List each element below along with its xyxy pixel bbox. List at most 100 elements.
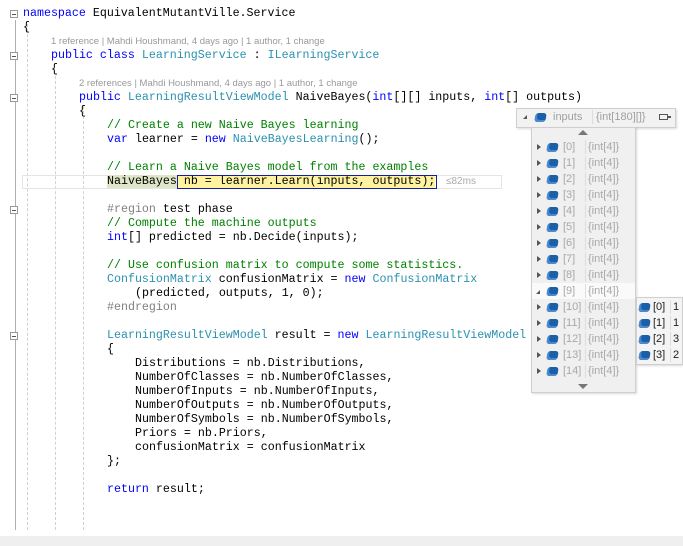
code-token: new: [344, 273, 366, 286]
code-text: NaiveBayes nb = learner.Learn(inputs, ou…: [107, 175, 436, 189]
item-name: [12]: [563, 333, 582, 345]
datatip-subitem[interactable]: [3] 2: [637, 347, 682, 363]
code-token: NaiveBayes: [107, 175, 177, 188]
datatip-item[interactable]: [9] {int[4]}: [532, 283, 635, 299]
field-icon: [638, 319, 651, 328]
item-value: {int[4]}: [588, 157, 620, 169]
divider: [585, 236, 586, 250]
collapse-region-icon[interactable]: [10, 52, 18, 60]
datatip[interactable]: inputs {int[180][]}: [516, 108, 676, 128]
collapse-region-icon[interactable]: [10, 206, 18, 214]
code-token: ConfusionMatrix: [107, 273, 212, 286]
indent-guide: [55, 76, 56, 530]
code-token: namespace: [23, 7, 86, 20]
field-icon: [638, 335, 651, 344]
code-token: Priors = nb.Priors,: [135, 427, 268, 440]
collapse-region-icon[interactable]: [10, 94, 18, 102]
code-line: // Learn a Naive Bayes model from the ex…: [0, 161, 683, 175]
expand-icon[interactable]: [537, 368, 541, 374]
datatip-item[interactable]: [4] {int[4]}: [532, 203, 635, 219]
code-text: // Use confusion matrix to compute some …: [107, 259, 463, 273]
datatip-item[interactable]: [2] {int[4]}: [532, 171, 635, 187]
horizontal-scrollbar[interactable]: [0, 536, 683, 546]
expand-icon[interactable]: [537, 160, 541, 166]
datatip-value: {int[180][]}: [596, 111, 646, 123]
object-icon: [546, 367, 559, 376]
datatip-subitems[interactable]: [0] 1 [1] 1 [2] 3 [3] 2: [636, 297, 683, 365]
item-value[interactable]: 1: [673, 301, 680, 313]
code-line: NumberOfInputs = nb.NumberOfInputs,: [0, 385, 683, 399]
datatip-subitem[interactable]: [1] 1: [637, 315, 682, 331]
code-token: ILearningService: [267, 49, 380, 62]
expand-icon[interactable]: [537, 224, 541, 230]
codelens: 2 references | Mahdi Houshmand, 4 days a…: [0, 77, 683, 91]
code-token: [] outputs): [505, 91, 583, 104]
object-icon: [546, 239, 559, 248]
expand-icon[interactable]: [537, 176, 541, 182]
scroll-down-icon[interactable]: [578, 384, 588, 389]
datatip-children[interactable]: [0] {int[4]} [1] {int[4]} [2] {int[4]} […: [531, 127, 636, 393]
expand-icon[interactable]: [537, 144, 541, 150]
item-value: {int[4]}: [588, 221, 620, 233]
code-token: ();: [358, 133, 380, 146]
code-text: ConfusionMatrix confusionMatrix = new Co…: [107, 273, 477, 287]
expand-icon[interactable]: [537, 336, 541, 342]
expand-icon[interactable]: [537, 240, 541, 246]
code-line: {: [0, 21, 683, 35]
scroll-up-icon[interactable]: [578, 130, 588, 135]
divider: [585, 188, 586, 202]
code-token: // Compute the machine outputs: [107, 217, 317, 230]
codelens-text[interactable]: 1 reference | Mahdi Houshmand, 4 days ag…: [51, 36, 325, 47]
collapse-region-icon[interactable]: [10, 332, 18, 340]
datatip-item[interactable]: [1] {int[4]}: [532, 155, 635, 171]
codelens-text[interactable]: 2 references | Mahdi Houshmand, 4 days a…: [79, 78, 358, 89]
object-icon: [546, 159, 559, 168]
perf-tip[interactable]: ≤82ms: [446, 176, 476, 187]
expand-icon[interactable]: [537, 304, 541, 310]
datatip-subitem[interactable]: [0] 1: [637, 299, 682, 315]
datatip-item[interactable]: [13] {int[4]}: [532, 347, 635, 363]
expand-icon[interactable]: [537, 272, 541, 278]
item-value: {int[4]}: [588, 317, 620, 329]
expand-icon[interactable]: [537, 352, 541, 358]
datatip-subitem[interactable]: [2] 3: [637, 331, 682, 347]
divider: [585, 252, 586, 266]
expand-icon[interactable]: [537, 256, 541, 262]
datatip-item[interactable]: [5] {int[4]}: [532, 219, 635, 235]
code-token: };: [107, 455, 121, 468]
code-token: new: [337, 329, 359, 342]
code-line: // Use confusion matrix to compute some …: [0, 259, 683, 273]
code-text: #endregion: [107, 301, 177, 315]
code-text: // Learn a Naive Bayes model from the ex…: [107, 161, 428, 175]
item-value[interactable]: 3: [673, 333, 680, 345]
datatip-item[interactable]: [3] {int[4]}: [532, 187, 635, 203]
expand-icon[interactable]: [537, 192, 541, 198]
collapse-icon[interactable]: [536, 290, 540, 294]
expand-icon[interactable]: [537, 320, 541, 326]
expand-icon[interactable]: [537, 208, 541, 214]
indent-guide: [27, 24, 28, 530]
collapse-icon[interactable]: [523, 115, 527, 119]
datatip-item[interactable]: [6] {int[4]}: [532, 235, 635, 251]
code-token: [93, 49, 100, 62]
datatip-item[interactable]: [7] {int[4]}: [532, 251, 635, 267]
collapse-region-icon[interactable]: [10, 10, 18, 18]
code-line: };: [0, 455, 683, 469]
datatip-item[interactable]: [8] {int[4]}: [532, 267, 635, 283]
datatip-item[interactable]: [14] {int[4]}: [532, 363, 635, 379]
code-editor[interactable]: namespace EquivalentMutantVille.Service{…: [0, 7, 683, 497]
code-token: #region: [107, 203, 156, 216]
datatip-item[interactable]: [11] {int[4]}: [532, 315, 635, 331]
datatip-item[interactable]: [12] {int[4]}: [532, 331, 635, 347]
item-value[interactable]: 1: [673, 317, 680, 329]
code-token: [366, 273, 373, 286]
object-icon: [546, 255, 559, 264]
datatip-item[interactable]: [10] {int[4]}: [532, 299, 635, 315]
code-token: return: [107, 483, 149, 496]
item-value[interactable]: 2: [673, 349, 680, 361]
divider: [585, 332, 586, 346]
divider: [592, 110, 593, 124]
item-name: [13]: [563, 349, 582, 361]
pin-icon[interactable]: [659, 114, 671, 120]
datatip-item[interactable]: [0] {int[4]}: [532, 139, 635, 155]
